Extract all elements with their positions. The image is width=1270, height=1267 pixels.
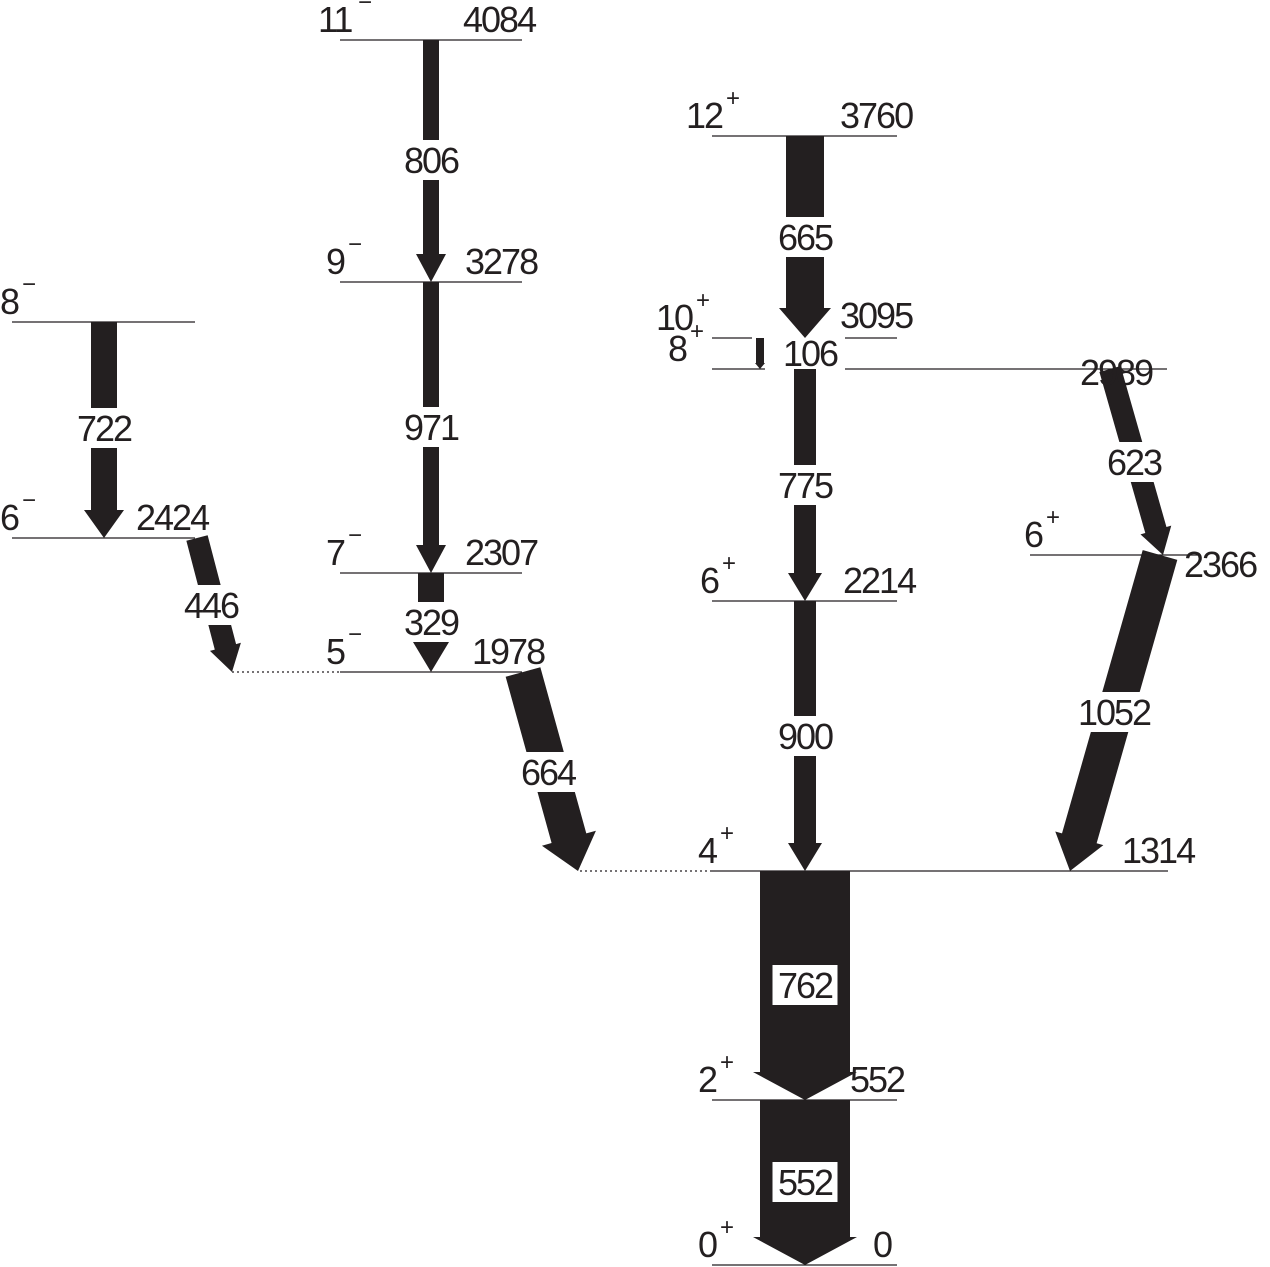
level-energy: 1314 xyxy=(1122,830,1195,871)
transition-energy: 552 xyxy=(778,1162,833,1203)
transition-energy: 665 xyxy=(778,217,833,258)
level-parity: − xyxy=(358,0,371,16)
label-background xyxy=(772,465,838,505)
level-parity: − xyxy=(348,621,361,648)
level-energy: 0 xyxy=(873,1224,892,1265)
level-parity: − xyxy=(22,487,35,514)
level-parity: + xyxy=(722,550,735,577)
level-energy: 552 xyxy=(850,1059,905,1100)
transition-energy: 446 xyxy=(184,585,239,626)
level-spin: 10 xyxy=(656,297,693,338)
level-spin: 0 xyxy=(698,1224,717,1265)
transition-energy: 971 xyxy=(404,407,459,448)
label-background xyxy=(178,585,244,625)
level-parity: + xyxy=(726,85,739,112)
level-energy: 3095 xyxy=(840,295,913,336)
level-parity: + xyxy=(690,318,703,345)
label-background xyxy=(398,602,464,642)
level-energy: 2307 xyxy=(465,532,538,573)
level-spin: 7 xyxy=(326,532,345,573)
level-parity: − xyxy=(22,271,35,298)
level-spin: 9 xyxy=(326,241,345,282)
level-energy: 2366 xyxy=(1184,544,1257,585)
level-spin: 5 xyxy=(326,631,345,672)
transition-energy: 329 xyxy=(404,602,459,643)
label-background xyxy=(772,1162,838,1202)
label-background xyxy=(398,407,464,447)
level-spin: 8 xyxy=(0,281,19,322)
level-energy: 2989 xyxy=(1080,352,1153,393)
level-energy: 2424 xyxy=(136,497,209,538)
level-energy: 2214 xyxy=(843,560,916,601)
level-energy: 1978 xyxy=(472,631,545,672)
label-background xyxy=(772,716,838,756)
level-parity: − xyxy=(348,522,361,549)
transition-energy: 664 xyxy=(521,752,576,793)
transition-energy: 1052 xyxy=(1078,692,1151,733)
label-background xyxy=(772,217,838,257)
level-energy: 3760 xyxy=(840,95,913,136)
level-spin: 6 xyxy=(1024,514,1043,555)
transition-energy: 623 xyxy=(1107,442,1162,483)
transition-energy: 900 xyxy=(778,716,833,757)
level-energy: 3278 xyxy=(465,241,538,282)
label-background xyxy=(515,752,581,792)
level-spin: 12 xyxy=(686,95,723,136)
level-parity: + xyxy=(720,1049,733,1076)
label-background xyxy=(398,140,464,180)
level-parity: + xyxy=(1046,504,1059,531)
transition-energy: 762 xyxy=(778,965,833,1006)
level-parity: + xyxy=(720,820,733,847)
transition-energy: 806 xyxy=(404,140,459,181)
level-parity: + xyxy=(696,287,709,314)
transition-energy: 775 xyxy=(778,465,833,506)
label-background xyxy=(1101,442,1167,482)
level-spin: 8 xyxy=(668,328,687,369)
label-background xyxy=(772,965,838,1005)
label-background xyxy=(71,408,137,448)
level-spin: 4 xyxy=(698,830,717,871)
transition-arrow-106 xyxy=(755,338,765,369)
level-spin: 6 xyxy=(700,560,719,601)
level-spin: 6 xyxy=(0,497,19,538)
label-background xyxy=(1072,692,1156,732)
transition-energy: 722 xyxy=(77,408,132,449)
level-spin: 11 xyxy=(318,0,352,40)
transition-energy: 106 xyxy=(783,333,838,374)
level-spin: 2 xyxy=(698,1059,717,1100)
level-parity: − xyxy=(348,231,361,258)
level-energy: 4084 xyxy=(463,0,536,40)
level-parity: + xyxy=(720,1214,733,1241)
